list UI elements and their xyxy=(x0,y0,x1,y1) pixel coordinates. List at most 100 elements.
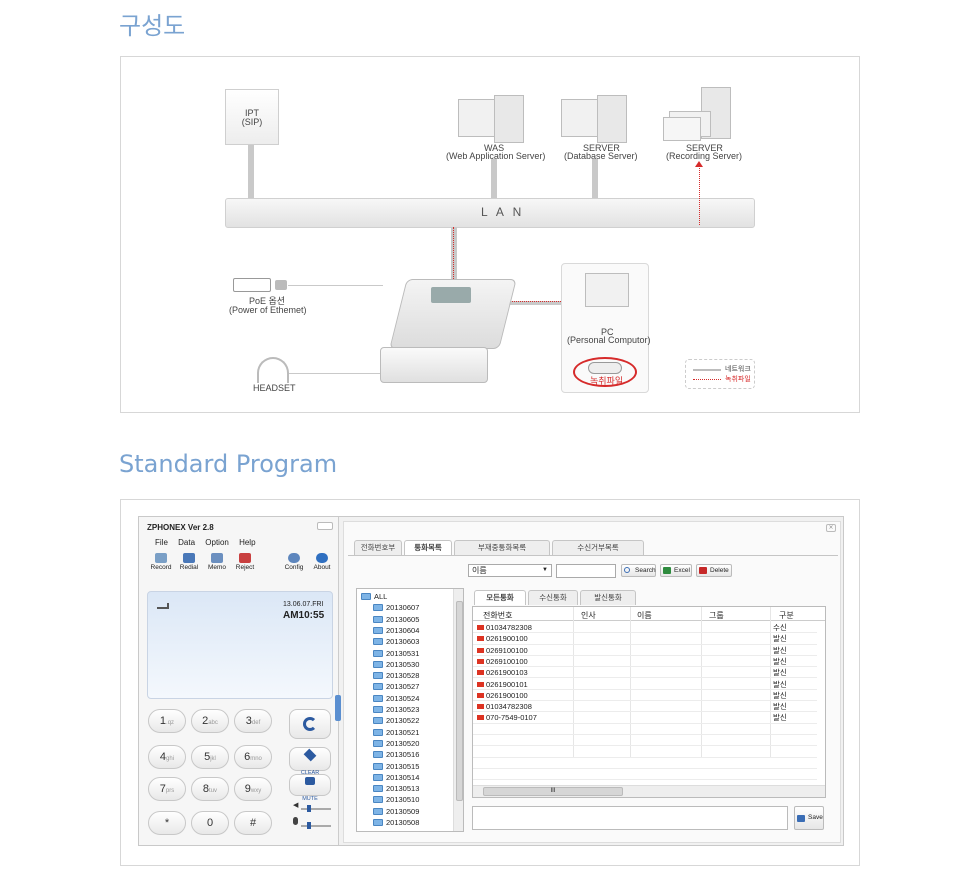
col-type[interactable]: 구분 xyxy=(779,611,794,620)
search-input[interactable] xyxy=(556,564,616,578)
col-title[interactable]: 인사 xyxy=(581,611,596,620)
search-field-select[interactable]: 이름 ▼ xyxy=(468,564,552,577)
subtab-received[interactable]: 수신통화 xyxy=(528,590,578,605)
tree-item[interactable]: 20130510 xyxy=(373,794,419,805)
tree-item[interactable]: 20130605 xyxy=(373,614,419,625)
delete-button[interactable]: Delete xyxy=(696,564,732,577)
db-line xyxy=(592,159,598,205)
search-button[interactable]: Search xyxy=(621,564,656,577)
tree-root-all[interactable]: ALL xyxy=(361,591,387,602)
mic-volume-slider[interactable] xyxy=(293,817,331,829)
tree-item[interactable]: 20130603 xyxy=(373,636,419,647)
key-2[interactable]: 2abc xyxy=(191,709,229,733)
key-7[interactable]: 7prs xyxy=(148,777,186,801)
minimize-button[interactable] xyxy=(317,522,333,530)
tree-item[interactable]: 20130513 xyxy=(373,783,419,794)
menu-help[interactable]: Help xyxy=(239,538,256,547)
memo-button[interactable]: Memo xyxy=(205,553,229,571)
config-button[interactable]: Config xyxy=(282,553,306,571)
subtab-sent[interactable]: 발신통화 xyxy=(580,590,636,605)
table-row[interactable] xyxy=(473,769,817,781)
key-8[interactable]: 8tuv xyxy=(191,777,229,801)
tree-item[interactable]: 20130524 xyxy=(373,693,419,704)
key-6[interactable]: 6mno xyxy=(234,745,272,769)
headset-icon xyxy=(257,357,289,383)
tab-call-list[interactable]: 통화목록 xyxy=(404,540,452,555)
tree-item[interactable]: 20130508 xyxy=(373,817,419,828)
call-record-icon xyxy=(477,625,484,630)
call-button[interactable] xyxy=(289,709,331,739)
mute-button[interactable]: MUTE xyxy=(289,774,331,802)
col-name[interactable]: 이름 xyxy=(637,611,652,620)
tree-item[interactable]: 20130604 xyxy=(373,625,419,636)
tree-item[interactable]: 20130520 xyxy=(373,738,419,749)
save-button[interactable]: Save xyxy=(794,806,824,830)
tree-item[interactable]: 20130521 xyxy=(373,727,419,738)
key-1[interactable]: 1.qz xyxy=(148,709,186,733)
tree-item[interactable]: 20130531 xyxy=(373,648,419,659)
menu-option[interactable]: Option xyxy=(205,538,229,547)
db-server-icon xyxy=(561,95,631,143)
key-star[interactable]: * xyxy=(148,811,186,835)
key-4[interactable]: 4ghi xyxy=(148,745,186,769)
table-row[interactable] xyxy=(473,758,817,769)
tree-item[interactable]: 20130527 xyxy=(373,681,419,692)
network-diagram: L A N IPT (SIP) WAS (Web Application Ser… xyxy=(120,56,860,413)
table-header: 전화번호 인사 이름 그룹 구분 xyxy=(473,607,825,621)
key-3[interactable]: 3def xyxy=(234,709,272,733)
tab-phonebook[interactable]: 전화번호부 xyxy=(354,540,402,555)
horizontal-scrollbar[interactable]: III xyxy=(473,785,825,797)
panel-toggle-handle[interactable] xyxy=(335,695,341,721)
about-button[interactable]: About xyxy=(310,553,334,571)
ipt-line xyxy=(248,143,254,205)
tree-item[interactable]: 20130528 xyxy=(373,670,419,681)
tree-item[interactable]: 20130607 xyxy=(373,602,419,613)
key-9[interactable]: 9wxy xyxy=(234,777,272,801)
redial-icon xyxy=(183,553,195,563)
tree-scrollbar[interactable] xyxy=(453,589,463,831)
speaker-volume-slider[interactable]: ◀ xyxy=(293,801,331,812)
excel-button[interactable]: Excel xyxy=(660,564,692,577)
tree-item[interactable]: 20130509 xyxy=(373,806,419,817)
tree-item[interactable]: 20130530 xyxy=(373,659,419,670)
folder-icon xyxy=(373,728,383,736)
menu-data[interactable]: Data xyxy=(178,538,196,547)
col-group[interactable]: 그룹 xyxy=(709,611,724,620)
legend-box xyxy=(685,359,755,389)
close-icon[interactable]: × xyxy=(826,524,836,532)
key-hash[interactable]: # xyxy=(234,811,272,835)
tree-item[interactable]: 20130516 xyxy=(373,749,419,760)
key-0[interactable]: 0 xyxy=(191,811,229,835)
key-5[interactable]: 5jkl xyxy=(191,745,229,769)
tab-reject-list[interactable]: 수신거부목록 xyxy=(552,540,644,555)
tree-item[interactable]: 20130515 xyxy=(373,761,419,772)
tree-item[interactable]: 20130514 xyxy=(373,772,419,783)
tree-item[interactable]: 20130522 xyxy=(373,715,419,726)
record-button[interactable]: Record xyxy=(149,553,173,571)
memo-textarea[interactable] xyxy=(472,806,788,830)
table-row[interactable] xyxy=(473,724,817,735)
table-row[interactable] xyxy=(473,746,817,758)
subtab-all[interactable]: 모든통화 xyxy=(474,590,526,605)
rec-sub: (Recording Server) xyxy=(666,151,743,161)
clear-button[interactable]: CLEAR xyxy=(289,747,331,776)
col-phone[interactable]: 전화번호 xyxy=(483,611,513,620)
call-record-icon xyxy=(477,647,484,653)
tree-item[interactable]: 20130523 xyxy=(373,704,419,715)
reject-button[interactable]: Reject xyxy=(233,553,257,571)
table-row[interactable] xyxy=(473,735,817,747)
lan-bar xyxy=(225,198,755,228)
menu-file[interactable]: File xyxy=(155,538,168,547)
tab-missed[interactable]: 부재중통화목록 xyxy=(454,540,550,555)
redial-button[interactable]: Redial xyxy=(177,553,201,571)
